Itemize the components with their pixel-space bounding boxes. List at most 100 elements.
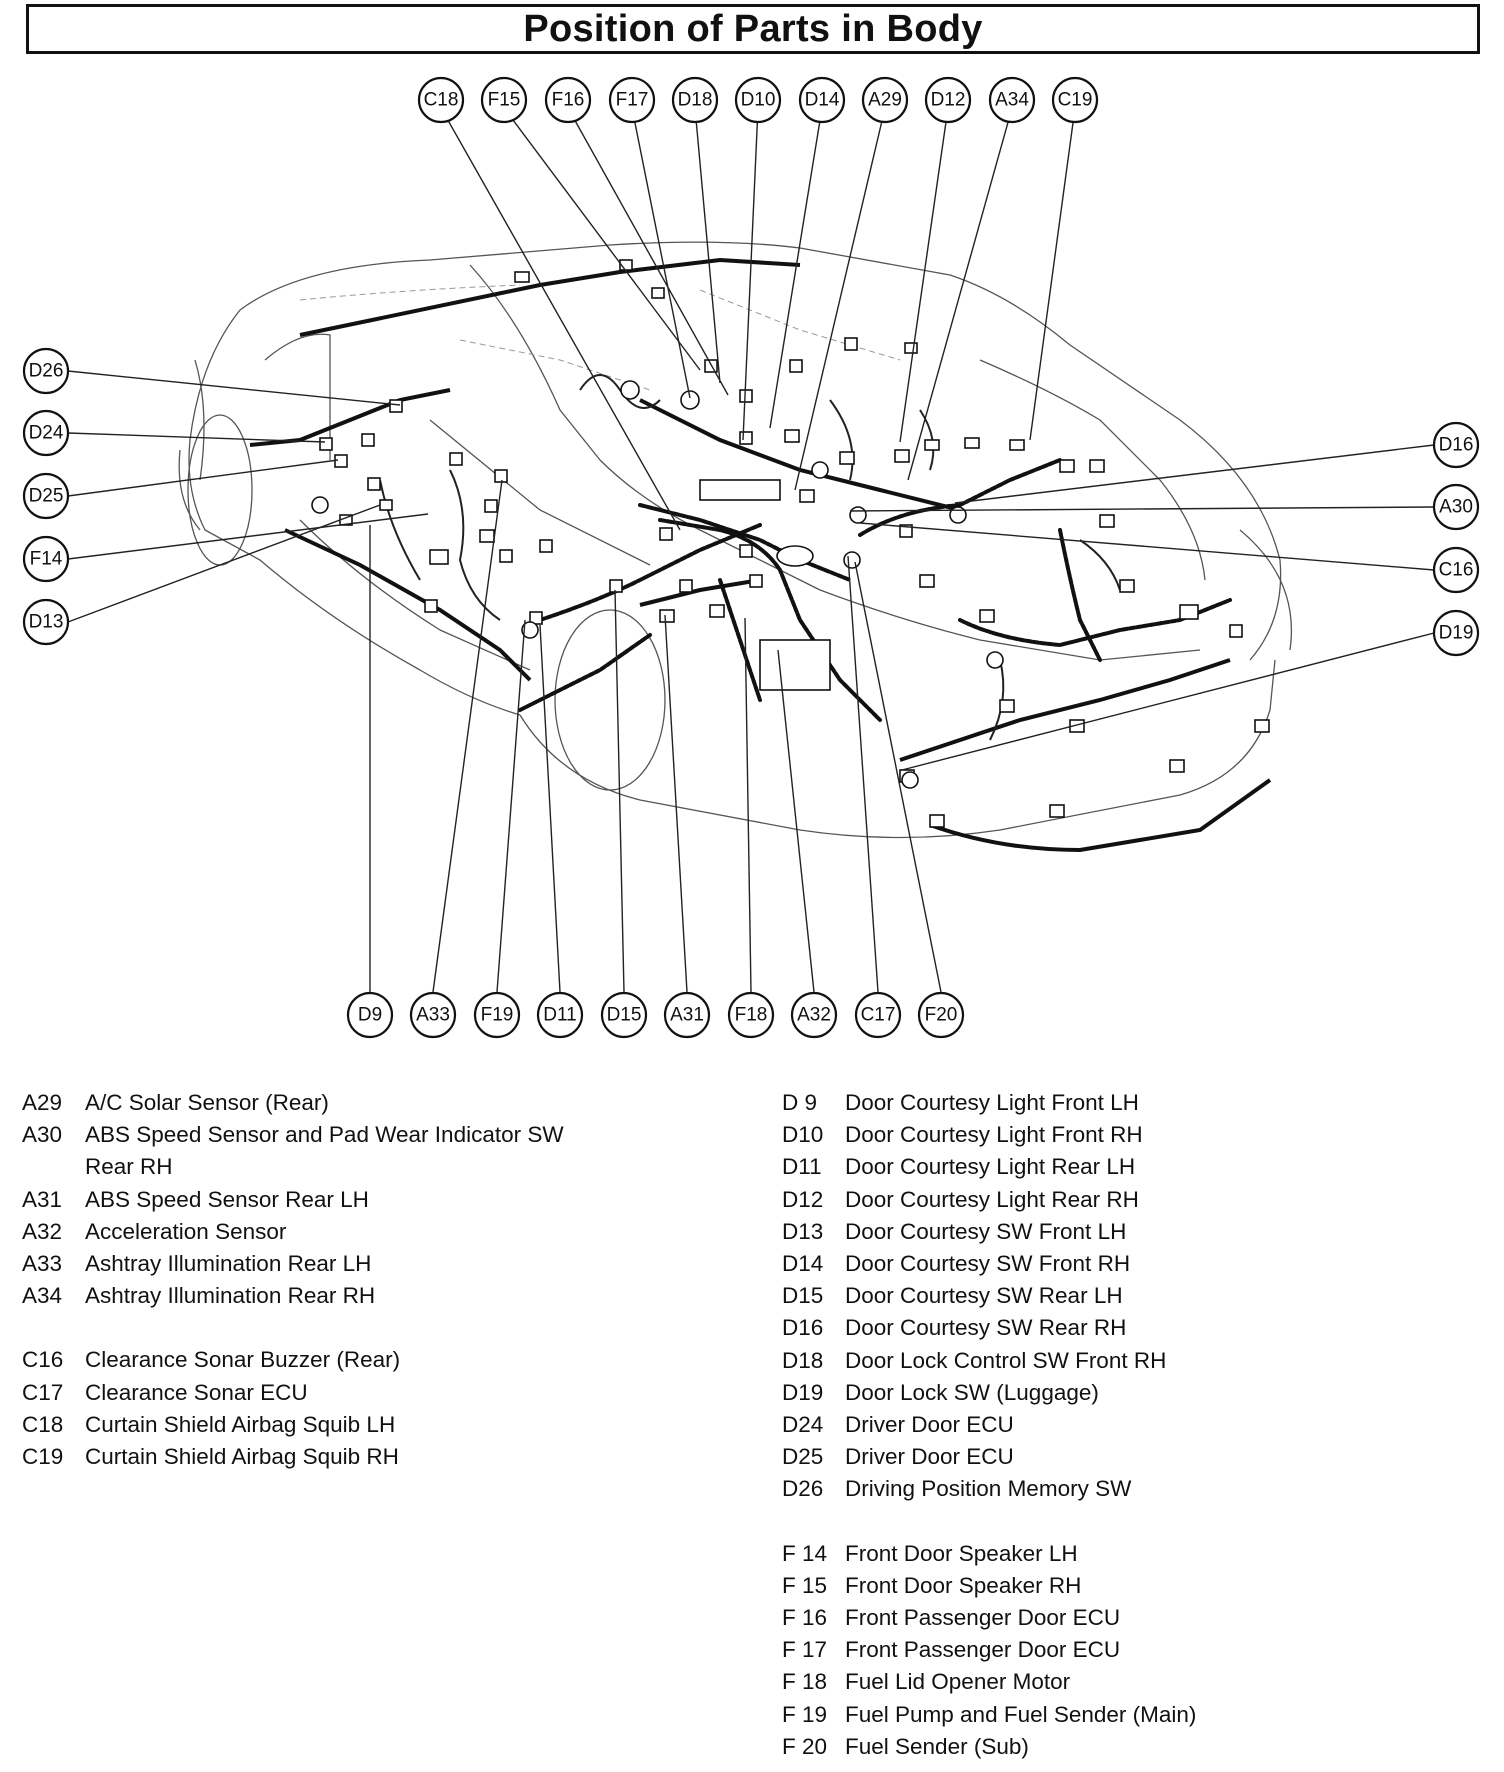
legend-description: Clearance Sonar Buzzer (Rear): [85, 1347, 401, 1373]
callout-d15[interactable]: D15: [600, 991, 648, 1039]
legend-description: Driver Door ECU: [845, 1444, 1014, 1470]
legend-code: F 20: [782, 1733, 828, 1759]
legend-description: Door Courtesy Light Front RH: [845, 1122, 1143, 1148]
svg-text:D26: D26: [29, 361, 64, 382]
page-title-box: Position of Parts in Body: [26, 4, 1480, 54]
callout-a34[interactable]: A34: [988, 76, 1036, 124]
legend-description: Door Courtesy SW Rear RH: [845, 1315, 1127, 1341]
legend-description: Door Courtesy Light Rear LH: [845, 1154, 1136, 1180]
callout-f15[interactable]: F15: [480, 76, 528, 124]
legend-description: Clearance Sonar ECU: [85, 1379, 308, 1405]
legend-code: A32: [22, 1218, 63, 1244]
svg-text:F16: F16: [552, 90, 585, 111]
legend-description: Ashtray Illumination Rear RH: [85, 1283, 376, 1309]
svg-text:D16: D16: [1439, 435, 1474, 456]
legend-description: Door Courtesy SW Front RH: [845, 1251, 1131, 1277]
callout-a31[interactable]: A31: [663, 991, 711, 1039]
callout-d16[interactable]: D16: [1432, 421, 1480, 469]
legend-description: ABS Speed Sensor Rear LH: [85, 1186, 369, 1212]
callout-d14[interactable]: D14: [798, 76, 846, 124]
callout-c19[interactable]: C19: [1051, 76, 1099, 124]
callout-d12[interactable]: D12: [924, 76, 972, 124]
callout-f17[interactable]: F17: [608, 76, 656, 124]
legend-code: A31: [22, 1186, 63, 1212]
callout-a30[interactable]: A30: [1432, 483, 1480, 531]
svg-text:D14: D14: [805, 90, 840, 111]
legend-code: F 14: [782, 1540, 828, 1566]
legend-description: Door Courtesy Light Front LH: [845, 1090, 1139, 1115]
legend-code: D 9: [782, 1090, 818, 1115]
svg-text:D18: D18: [678, 90, 713, 111]
legend-code: A29: [22, 1090, 63, 1115]
callout-c16[interactable]: C16: [1432, 546, 1480, 594]
callout-d10[interactable]: D10: [734, 76, 782, 124]
svg-text:D12: D12: [931, 90, 966, 111]
svg-text:D13: D13: [29, 612, 64, 633]
legend-description: Door Courtesy SW Rear LH: [845, 1283, 1123, 1309]
legend-code: C17: [22, 1379, 64, 1405]
callout-f20[interactable]: F20: [917, 991, 965, 1039]
legend-description: Front Door Speaker LH: [845, 1540, 1078, 1566]
callout-f14[interactable]: F14: [22, 535, 70, 583]
svg-text:A33: A33: [416, 1005, 450, 1026]
legend-code: F 16: [782, 1605, 828, 1631]
legend-entry: C17 Clearance Sonar ECU: [22, 1377, 564, 1409]
callout-a32[interactable]: A32: [790, 991, 838, 1039]
svg-text:F20: F20: [925, 1005, 958, 1026]
body-parts-diagram: C18 F15 F16 F17 D18 D10 D14 A29 D12 A34 …: [22, 76, 1480, 1039]
callout-d18[interactable]: D18: [671, 76, 719, 124]
callout-d25[interactable]: D25: [22, 472, 70, 520]
callout-d26[interactable]: D26: [22, 347, 70, 395]
legend-code: A33: [22, 1251, 63, 1277]
wiring-harness: [249, 257, 1272, 853]
legend-entry: A29 A/C Solar Sensor (Rear): [22, 1087, 564, 1119]
callout-d24[interactable]: D24: [22, 409, 70, 457]
callout-c18[interactable]: C18: [417, 76, 465, 124]
callout-d9[interactable]: D9: [346, 991, 394, 1039]
svg-text:A31: A31: [670, 1005, 704, 1026]
legend-entry: F 17 Front Passenger Door ECU: [782, 1634, 1196, 1666]
legend-description: Front Passenger Door ECU: [845, 1605, 1121, 1631]
legend-group-gap: [22, 1312, 564, 1344]
callout-a33[interactable]: A33: [409, 991, 457, 1039]
svg-text:F19: F19: [481, 1005, 514, 1026]
svg-text:A34: A34: [995, 90, 1029, 111]
svg-text:D15: D15: [607, 1005, 642, 1026]
svg-text:F14: F14: [30, 549, 63, 570]
legend-code: [22, 1151, 85, 1183]
callouts-bottom: D9 A33 F19 D11 D15 A31 F18 A32 C17 F20: [346, 991, 965, 1039]
callout-d11[interactable]: D11: [536, 991, 584, 1039]
callout-f18[interactable]: F18: [727, 991, 775, 1039]
legend-code: D11: [782, 1154, 822, 1180]
svg-text:D24: D24: [29, 423, 64, 444]
callout-d19[interactable]: D19: [1432, 609, 1480, 657]
legend-code: F 17: [782, 1637, 828, 1663]
legend-code: D16: [782, 1315, 824, 1341]
legend-description: Fuel Lid Opener Motor: [845, 1669, 1071, 1695]
legend-code: D14: [782, 1251, 824, 1277]
callout-f19[interactable]: F19: [473, 991, 521, 1039]
callout-c17[interactable]: C17: [854, 991, 902, 1039]
legend-entry: D16 Door Courtesy SW Rear RH: [782, 1312, 1196, 1344]
svg-text:D10: D10: [741, 90, 776, 111]
callout-a29[interactable]: A29: [861, 76, 909, 124]
legend-code: D24: [782, 1412, 824, 1438]
callout-f16[interactable]: F16: [544, 76, 592, 124]
legend-entry: F 18 Fuel Lid Opener Motor: [782, 1666, 1196, 1698]
leader-lines: [67, 107, 1435, 993]
legend-description: A/C Solar Sensor (Rear): [85, 1090, 329, 1115]
legend-description: Front Passenger Door ECU: [845, 1637, 1121, 1663]
connectors: [311, 259, 1270, 828]
legend-code: F 18: [782, 1669, 828, 1695]
callout-d13[interactable]: D13: [22, 598, 70, 646]
legend-code: C16: [22, 1347, 64, 1373]
car-body-outline: [178, 241, 1293, 839]
